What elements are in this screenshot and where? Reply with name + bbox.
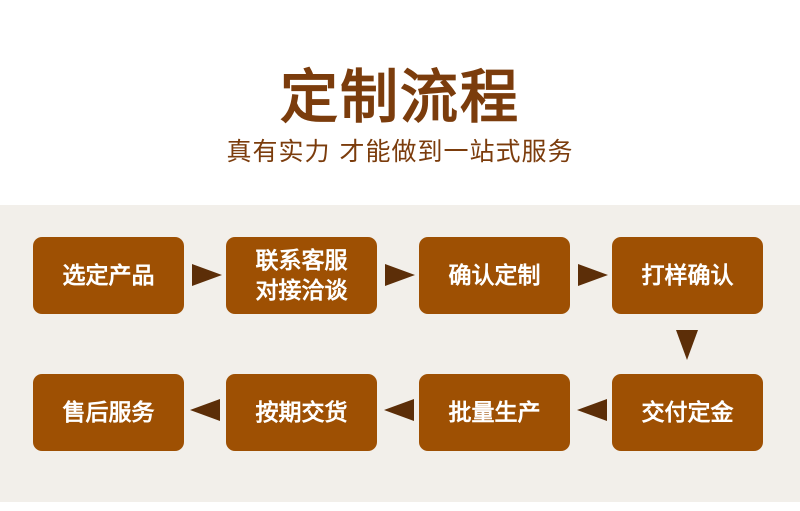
page-title: 定制流程 xyxy=(279,63,520,131)
step-pay-deposit: 交付定金 xyxy=(612,374,763,451)
step-delivery: 按期交货 xyxy=(226,374,377,451)
arrow-right-icon xyxy=(192,264,222,286)
step-confirm-custom: 确认定制 xyxy=(419,237,570,314)
arrow-right-icon xyxy=(385,264,415,286)
step-contact-service: 联系客服 对接洽谈 xyxy=(226,237,377,314)
arrow-down-icon xyxy=(676,330,698,360)
page-subtitle: 真有实力 才能做到一站式服务 xyxy=(226,137,574,166)
arrow-left-icon xyxy=(384,399,414,421)
step-select-product: 选定产品 xyxy=(33,237,184,314)
step-after-sales: 售后服务 xyxy=(33,374,184,451)
step-sample-confirm: 打样确认 xyxy=(612,237,763,314)
arrow-right-icon xyxy=(578,264,608,286)
arrow-left-icon xyxy=(577,399,607,421)
arrow-left-icon xyxy=(190,399,220,421)
step-mass-production: 批量生产 xyxy=(419,374,570,451)
